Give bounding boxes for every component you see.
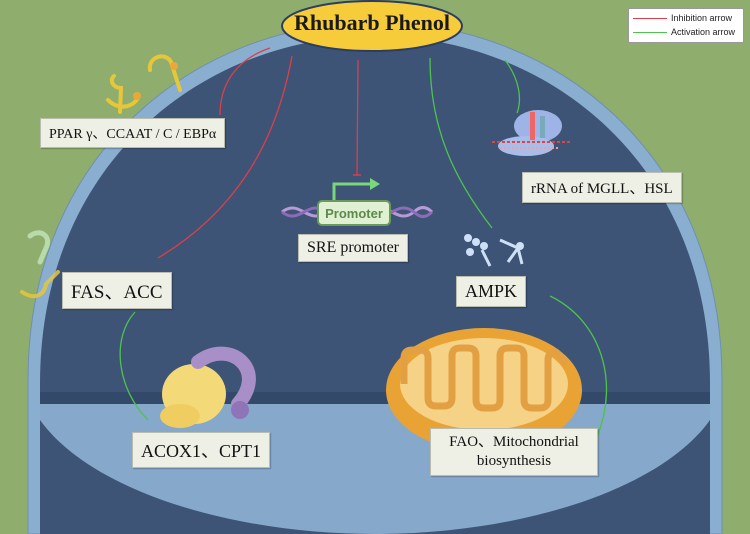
activation-line-ampk	[429, 57, 493, 229]
activation-line-rrna	[504, 59, 521, 114]
cell-floor	[40, 392, 710, 404]
node-fao: FAO、Mitochondrial biosynthesis	[430, 428, 598, 476]
node-acox-cpt: ACOX1、CPT1	[132, 432, 271, 468]
legend-row-activation: Activation arrow	[633, 27, 735, 37]
inhibition-line-ppar	[219, 47, 271, 116]
legend-activation-label: Activation arrow	[671, 27, 736, 37]
legend-activation-swatch	[633, 31, 667, 33]
promoter-label: Promoter	[325, 205, 383, 221]
promoter-box	[317, 200, 391, 226]
diagram-title: Rhubarb Phenol	[294, 10, 450, 35]
legend-inhibition-label: Inhibition arrow	[671, 13, 733, 23]
activation-line-acox	[119, 311, 149, 421]
legend-row-inhibition: Inhibition arrow	[633, 13, 732, 23]
receptor-icon	[106, 54, 182, 114]
title-ellipse	[281, 0, 463, 52]
node-ampk: AMPK	[456, 276, 527, 307]
legend: Inhibition arrow Activation arrow	[628, 8, 744, 43]
node-rrna: rRNA of MGLL、HSL	[522, 172, 682, 203]
node-sre-promoter: SRE promoter	[298, 234, 408, 262]
mitochondrion-icon	[386, 328, 582, 452]
ribosome-icon	[492, 110, 570, 156]
inhibition-line-fas	[157, 55, 293, 259]
receptor-icon-faded	[20, 230, 60, 299]
node-fas-acc: FAS、ACC	[62, 272, 172, 309]
node-ppar: PPAR γ、CCAAT / C / EBPα	[40, 118, 226, 148]
protein-icon	[160, 346, 256, 428]
inhibition-line-sre	[356, 59, 359, 176]
ampk-icon	[464, 234, 524, 267]
promoter-arrow	[332, 178, 380, 202]
activation-line-fao	[549, 295, 608, 438]
legend-inhibition-swatch	[633, 17, 667, 19]
